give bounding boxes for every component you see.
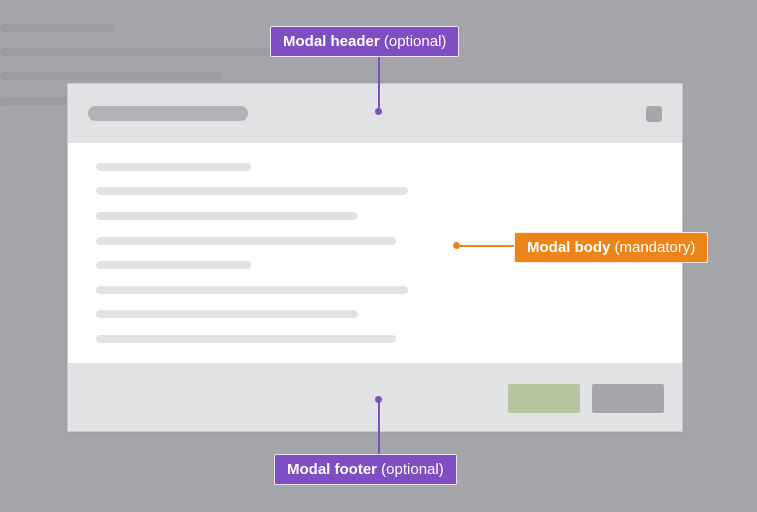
header-connector-line [378, 55, 380, 112]
background-text-line [0, 24, 115, 32]
background-text-line [0, 97, 75, 105]
body-text-line [96, 261, 251, 269]
body-connector-dot [453, 242, 460, 249]
callout-note: (optional) [383, 33, 447, 50]
callout-note: (optional) [381, 461, 444, 478]
modal-footer-callout: Modal footer (optional) [274, 454, 457, 485]
header-connector-dot [375, 108, 382, 115]
modal-body-callout: Modal body (mandatory) [514, 232, 709, 263]
body-text-line [96, 163, 251, 171]
modal-dialog [67, 83, 683, 432]
primary-button[interactable] [508, 384, 580, 413]
footer-connector-line [378, 399, 380, 456]
modal-header-callout: Modal header (optional) [270, 26, 460, 57]
callout-title: Modal body [527, 239, 611, 256]
body-text-line [96, 237, 396, 245]
callout-title: Modal header [283, 33, 380, 50]
body-text-line [96, 212, 358, 220]
modal-title-placeholder [88, 106, 248, 121]
callout-title: Modal footer [287, 461, 377, 478]
secondary-button[interactable] [592, 384, 664, 413]
close-icon[interactable] [646, 106, 662, 122]
body-text-line [96, 335, 396, 343]
body-connector-line [457, 245, 515, 247]
background-text-line [0, 48, 275, 56]
body-text-line [96, 187, 408, 195]
callout-note: (mandatory) [614, 239, 696, 256]
body-text-line [96, 310, 358, 318]
body-text-line [96, 286, 408, 294]
background-text-line [0, 72, 222, 80]
